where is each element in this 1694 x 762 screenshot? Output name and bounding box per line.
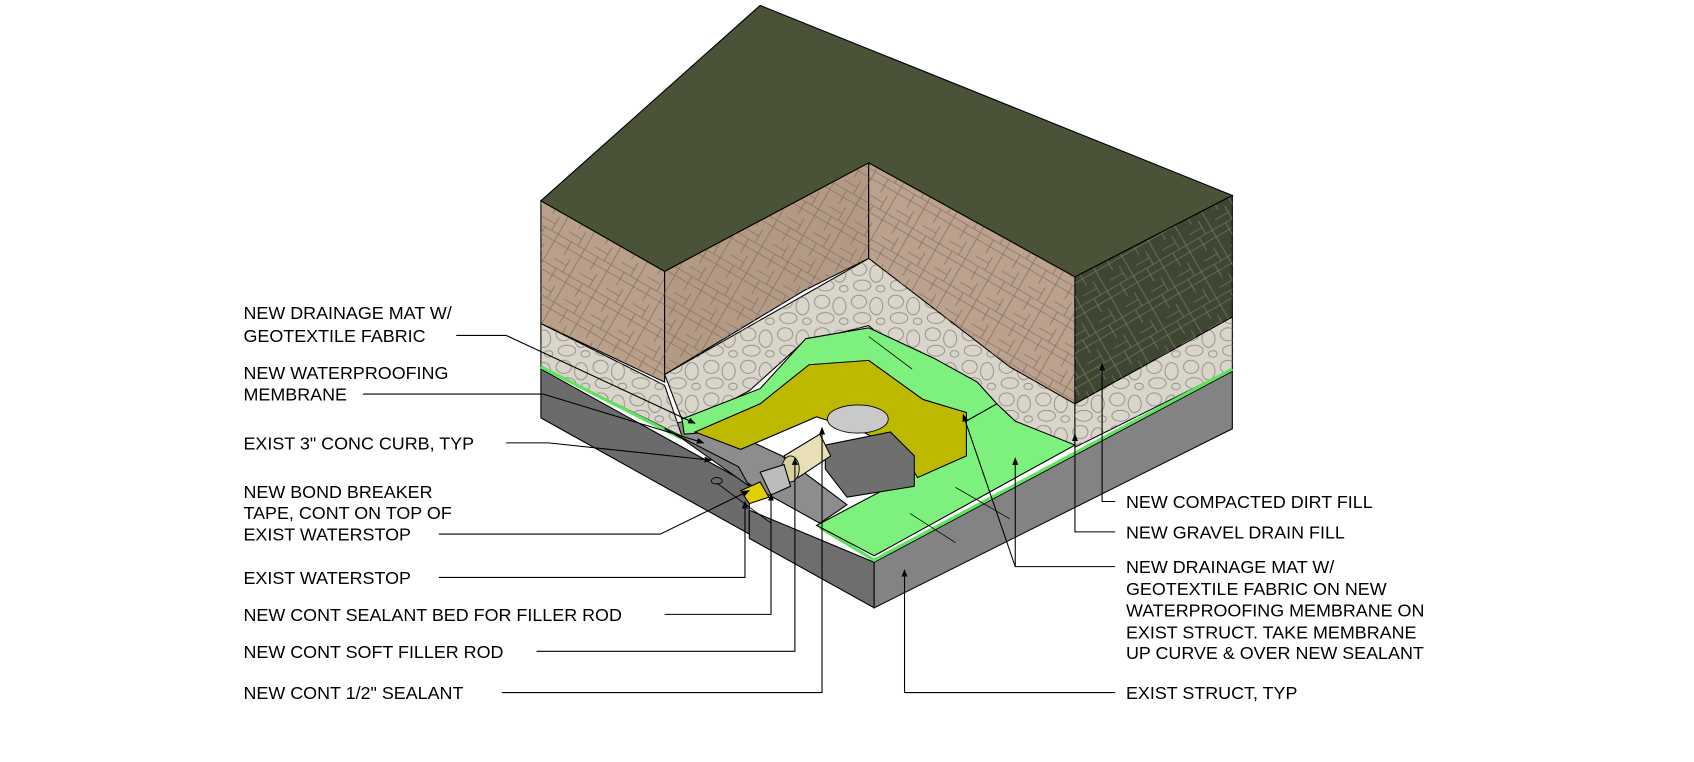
callout-text: EXIST 3" CONC CURB, TYP [243, 433, 474, 453]
callout-text: MEMBRANE [243, 385, 347, 405]
callout-text: GEOTEXTILE FABRIC [243, 326, 425, 346]
callout-text: EXIST WATERSTOP [243, 568, 410, 588]
left-callouts: NEW DRAINAGE MAT W/ GEOTEXTILE FABRIC NE… [243, 303, 826, 703]
exist-structure [540, 368, 1233, 609]
callout-text: EXIST STRUCT. TAKE MEMBRANE [1126, 622, 1417, 642]
right-callouts: NEW COMPACTED DIRT FILL NEW GRAVEL DRAIN… [901, 362, 1424, 703]
compacted-dirt-fill [539, 4, 1234, 405]
callout-text: NEW CONT SOFT FILLER ROD [243, 642, 503, 662]
callout-text: UP CURVE & OVER NEW SEALANT [1126, 643, 1424, 663]
callout-text: NEW GRAVEL DRAIN FILL [1126, 522, 1345, 542]
callout-text: NEW DRAINAGE MAT W/ [243, 303, 451, 323]
callout-text: NEW WATERPROOFING [243, 363, 448, 383]
callout-text: EXIST STRUCT, TYP [1126, 683, 1297, 703]
callout-text: NEW CONT SEALANT BED FOR FILLER ROD [243, 605, 621, 625]
conc-curb [664, 404, 915, 498]
callout-text: NEW COMPACTED DIRT FILL [1126, 492, 1373, 512]
callout-text: WATERPROOFING MEMBRANE ON [1126, 601, 1424, 621]
callout-text: NEW DRAINAGE MAT W/ [1126, 557, 1334, 577]
callout-text: NEW BOND BREAKER [243, 482, 432, 502]
callout-text: TAPE, CONT ON TOP OF [243, 503, 451, 523]
callout-text: NEW CONT 1/2" SEALANT [243, 683, 463, 703]
callout-text: EXIST WATERSTOP [243, 525, 410, 545]
callout-text: GEOTEXTILE FABRIC ON NEW [1126, 579, 1387, 599]
